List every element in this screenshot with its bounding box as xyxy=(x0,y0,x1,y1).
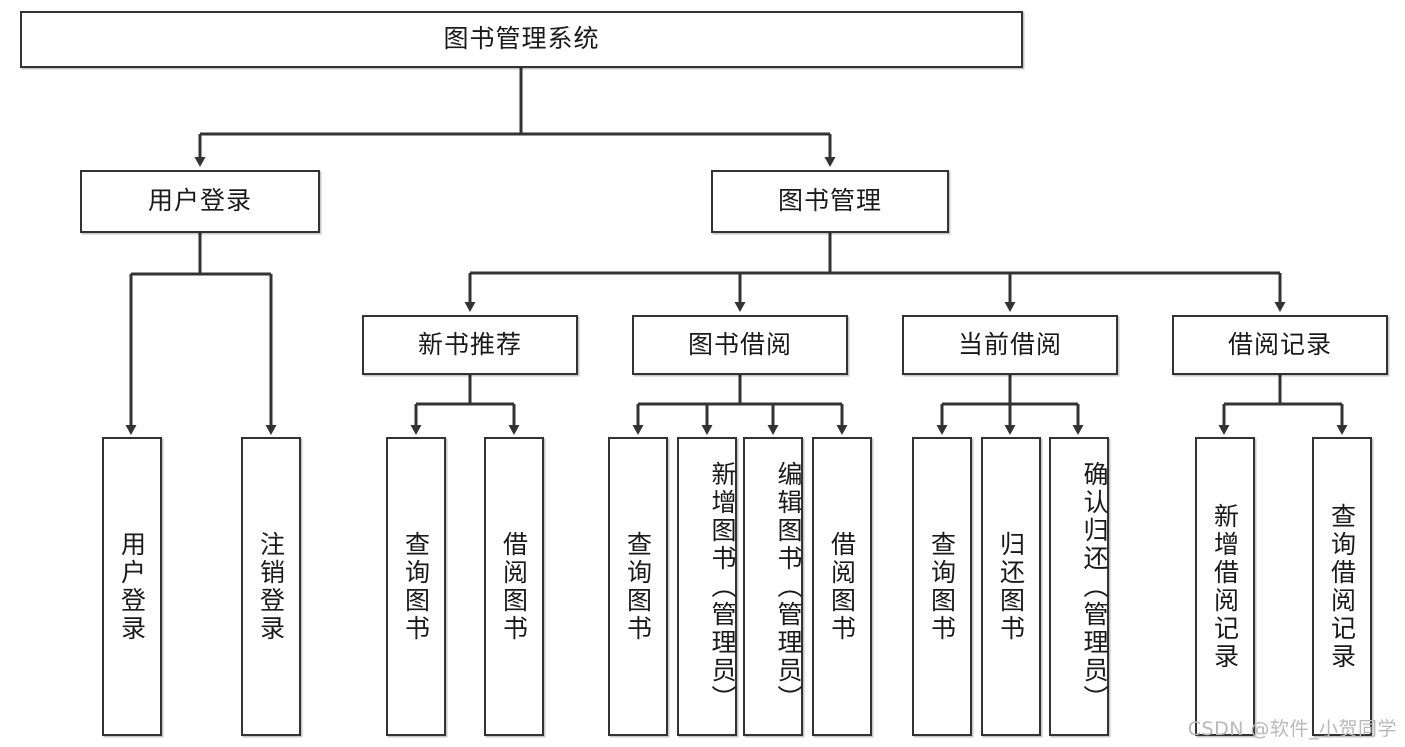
node-label: 查询借阅记录 xyxy=(1327,502,1357,671)
node-label: 图书管理系统 xyxy=(443,24,600,54)
node-leaf-return-book[interactable]: 归还图书 xyxy=(981,437,1041,736)
node-label: 借阅记录 xyxy=(1227,329,1332,359)
node-label: 图书管理 xyxy=(777,186,882,216)
node-label: 确认归还（管理员） xyxy=(1080,460,1109,713)
node-leaf-query-book-current[interactable]: 查询图书 xyxy=(912,437,972,736)
node-book-management[interactable]: 图书管理 xyxy=(711,170,949,233)
node-label: 新增图书（管理员） xyxy=(708,460,737,713)
node-leaf-query-book-recommend[interactable]: 查询图书 xyxy=(386,437,446,736)
node-user-login[interactable]: 用户登录 xyxy=(80,170,320,233)
node-leaf-add-book-admin[interactable]: 新增图书（管理员） xyxy=(677,437,737,736)
node-label: 借阅图书 xyxy=(827,530,857,643)
node-label: 新增借阅记录 xyxy=(1210,502,1240,671)
node-label: 归还图书 xyxy=(996,530,1026,643)
node-new-book-recommend[interactable]: 新书推荐 xyxy=(362,315,578,375)
node-borrow-record[interactable]: 借阅记录 xyxy=(1172,315,1388,375)
node-label: 图书借阅 xyxy=(687,329,792,359)
node-leaf-borrow-book-borrow[interactable]: 借阅图书 xyxy=(812,437,872,736)
node-leaf-edit-book-admin[interactable]: 编辑图书（管理员） xyxy=(743,437,803,736)
node-leaf-user-login[interactable]: 用户登录 xyxy=(102,437,162,736)
node-book-management-system[interactable]: 图书管理系统 xyxy=(20,11,1023,68)
node-leaf-add-borrow-record[interactable]: 新增借阅记录 xyxy=(1195,437,1255,736)
node-label: 查询图书 xyxy=(927,530,957,643)
node-label: 借阅图书 xyxy=(499,530,529,643)
node-label: 查询图书 xyxy=(401,530,431,643)
node-label: 编辑图书（管理员） xyxy=(774,460,803,713)
node-label: 用户登录 xyxy=(147,186,252,216)
node-label: 注销登录 xyxy=(256,530,286,643)
node-book-borrow[interactable]: 图书借阅 xyxy=(632,315,848,375)
node-current-borrow[interactable]: 当前借阅 xyxy=(902,315,1118,375)
node-leaf-logout-login[interactable]: 注销登录 xyxy=(241,437,301,736)
node-label: 用户登录 xyxy=(117,530,147,643)
node-leaf-confirm-return-admin[interactable]: 确认归还（管理员） xyxy=(1049,437,1109,736)
node-leaf-borrow-book-recommend[interactable]: 借阅图书 xyxy=(484,437,544,736)
node-leaf-query-book-borrow[interactable]: 查询图书 xyxy=(608,437,668,736)
node-leaf-query-borrow-record[interactable]: 查询借阅记录 xyxy=(1312,437,1372,736)
watermark-text: CSDN @软件_小贺同学 xyxy=(1187,718,1397,740)
node-label: 新书推荐 xyxy=(417,329,522,359)
node-label: 当前借阅 xyxy=(957,329,1062,359)
node-label: 查询图书 xyxy=(623,530,653,643)
